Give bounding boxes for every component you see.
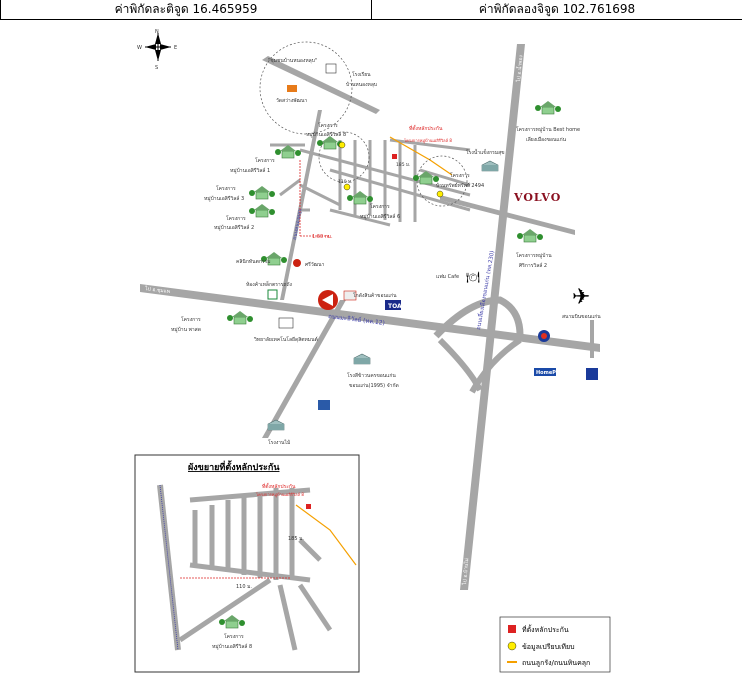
sri-label-a: โครงการหมู่บ้าน xyxy=(516,252,552,259)
collateral-marker[interactable] xyxy=(392,154,397,159)
legend-item-1: ที่ตั้งหลักประกัน xyxy=(522,623,569,634)
longitude-label: ค่าพิกัดลองจิจูด 102.761698 xyxy=(478,2,636,16)
warehouse-icon xyxy=(343,290,357,301)
road-bottom-label: ไป อ.บ้านไผ่ xyxy=(461,558,470,586)
rice-mill-icon xyxy=(353,353,371,365)
legend-item-3: ถนนลูกรัง/ถนนหินคลุก xyxy=(522,659,590,667)
village-1-label-b: หมู่บ้านเอสิรีวิลล์ 1 xyxy=(230,167,270,174)
inset-title: ผังขยายที่ตั้งหลักประกัน xyxy=(188,460,280,473)
legend: ที่ตั้งหลักประกัน ข้อมูลเปรียบเทียบ ถนนล… xyxy=(499,616,611,673)
comparison-marker-3[interactable] xyxy=(436,190,444,198)
school-icon xyxy=(325,63,337,74)
village-3-label-b: หมู่บ้านเอสิรีวิลล์ 3 xyxy=(204,195,244,202)
sriyan-label: ศรีวัฒนา xyxy=(305,261,325,268)
collateral-sublabel: โครงการหมู่บ้านเอสิรีวิลล์ 8 xyxy=(404,138,452,144)
sawmill-label: โรงงานไม้ xyxy=(268,439,290,446)
road-top-label: ไป อ.น้ำพอง xyxy=(513,54,524,83)
college-label: วิทยาลัยเทคโนโลยีดุสิตทมนต์ xyxy=(254,336,318,343)
dist-185-label: 185 ม. xyxy=(396,162,410,168)
compass-e: E xyxy=(174,45,177,51)
compass-w: W xyxy=(137,45,142,51)
legend-collateral-swatch xyxy=(508,625,516,633)
besthome-label-b: เลียงเมืองขอนแก่น xyxy=(526,136,567,143)
school-label-2: บ้านหนองหลุบ xyxy=(346,81,377,88)
besthome-label-a: โครงการหมู่บ้าน Best home xyxy=(516,126,580,133)
inset-village-label-a: โครงการ xyxy=(224,633,244,640)
collateral-label: ที่ตั้งหลักประกัน xyxy=(409,123,443,132)
latitude-label: ค่าพิกัดละติจูด 16.465959 xyxy=(0,0,372,19)
inset-dist-185: 185 ม. xyxy=(288,536,304,542)
legend-item-2: ข้อมูลเปรียบเทียบ xyxy=(522,643,575,651)
inset-collateral-label: ที่ตั้งหลักประกัน xyxy=(262,481,296,490)
rice-mill-label-b: ขอนแก่น(1995) จำกัด xyxy=(349,383,399,389)
legend-comparison-swatch xyxy=(507,641,517,651)
village-1-house-icon xyxy=(274,144,302,159)
cafe-icon: 🍽 xyxy=(466,271,480,284)
coordinates-header: ค่าพิกัดละติจูด 16.465959 ค่าพิกัดลองจิจ… xyxy=(0,0,742,20)
dentist-label: คลินิกทันตกรรม xyxy=(236,258,271,265)
inset-village-label-b: หมู่บ้านเอสิรีวิลล์ 8 xyxy=(212,643,252,650)
inset-map: ผังขยายที่ตั้งหลักประกัน ที่ตั้งหลักประก… xyxy=(134,454,360,673)
community-area: "ชุมชนบ้านหนองหลุบ" โรงเรียน บ้านหนองหลุ… xyxy=(268,57,377,104)
rice-mill-label-a: โรงสีข้าวนครขอนแก่น xyxy=(347,372,396,379)
bank-icon xyxy=(318,400,330,410)
village-6-label-a: โครงการ xyxy=(370,203,390,210)
bank2-icon xyxy=(586,368,598,380)
seven-eleven-icon xyxy=(267,289,278,300)
community-circle xyxy=(259,41,353,135)
village-1-label-a: โครงการ xyxy=(255,157,275,164)
comparison-marker-1[interactable] xyxy=(338,141,346,149)
besthome-house-icon xyxy=(534,100,562,115)
sriyan-icon xyxy=(293,259,301,267)
village-3-house-icon xyxy=(248,185,276,200)
village-3-label-a: โครงการ xyxy=(216,185,236,192)
cafe-label: แฟม Cafe xyxy=(436,274,459,280)
airport-icon: ✈ xyxy=(572,285,590,310)
comparison-circle-1 xyxy=(318,131,370,183)
village-2-label-a: โครงการ xyxy=(226,215,246,222)
temple-label: วัดสว่างพัฒนา xyxy=(276,98,307,104)
village-2-house-icon xyxy=(248,203,276,218)
village-n-label-b: บ้านทรัพย์ทรัพย์ 2494 xyxy=(436,182,484,189)
village-6-label-b: หมู่บ้านเอสิรีวิลล์ 6 xyxy=(360,213,400,220)
sri-label-b: ศิริการวิลล์ 2 xyxy=(519,262,547,269)
homepro-logo xyxy=(534,368,556,376)
village-8-label-b: หมู่บ้านเอสิรีวิลล์ 8 xyxy=(306,131,346,138)
comparison-circle-2 xyxy=(416,155,468,207)
dist-110-label: 110 ม. xyxy=(338,179,352,185)
steel-shop-label: ห้องค้าเหล็กตรารถถัง xyxy=(246,280,292,288)
volvo-logo: VOLVO xyxy=(513,191,561,204)
community-label: "ชุมชนบ้านหนองหลุบ" xyxy=(268,57,317,64)
compass-n: N xyxy=(155,29,159,35)
comparison-marker-2[interactable] xyxy=(343,183,351,191)
ice-factory-icon xyxy=(481,160,499,172)
village-2-label-b: หมู่บ้านเอสิรีวิลล์ 2 xyxy=(214,224,254,231)
inset-collateral-sublabel: โครงการหมู่บ้านเอสิรีวิลล์ 8 xyxy=(256,492,304,498)
village-p-label-b: หมู่บ้าน พาสด xyxy=(171,326,201,333)
road-left-label: ไป อ.ชุมแพ xyxy=(144,285,171,295)
village-n-label-a: โครงการ xyxy=(450,172,470,179)
inset-collateral-marker[interactable] xyxy=(306,504,311,509)
road-nw-label: ถนนหนองหลุบ xyxy=(292,208,303,240)
airport-label: สนามบินขอนแก่น xyxy=(562,313,601,320)
ice-factory-label: โรงน้ำแข็งกรมสุข xyxy=(466,147,505,156)
dist-1-60km-label: 1.60 กม. xyxy=(312,234,333,240)
college-icon xyxy=(278,317,294,329)
road-network xyxy=(140,44,600,590)
village-p-house-icon xyxy=(226,310,254,325)
compass-rose-icon: N S W E xyxy=(137,29,177,71)
temple-icon xyxy=(287,85,297,92)
homepro-label: HomePro xyxy=(536,370,562,376)
school-label-1: โรงเรียน xyxy=(352,71,371,78)
sri-house-icon xyxy=(516,228,544,243)
toa-icon xyxy=(385,300,401,310)
village-8-label-a: โครงการ xyxy=(318,122,338,129)
inset-dist-110: 110 ม. xyxy=(236,584,252,590)
sawmill-icon xyxy=(267,419,285,431)
warehouse-label: โกดังสินค้าขอนแก่น xyxy=(353,292,397,299)
toa-label: TOA xyxy=(388,303,402,310)
compass-s: S xyxy=(155,65,158,71)
village-p-label-a: โครงการ xyxy=(181,316,201,323)
